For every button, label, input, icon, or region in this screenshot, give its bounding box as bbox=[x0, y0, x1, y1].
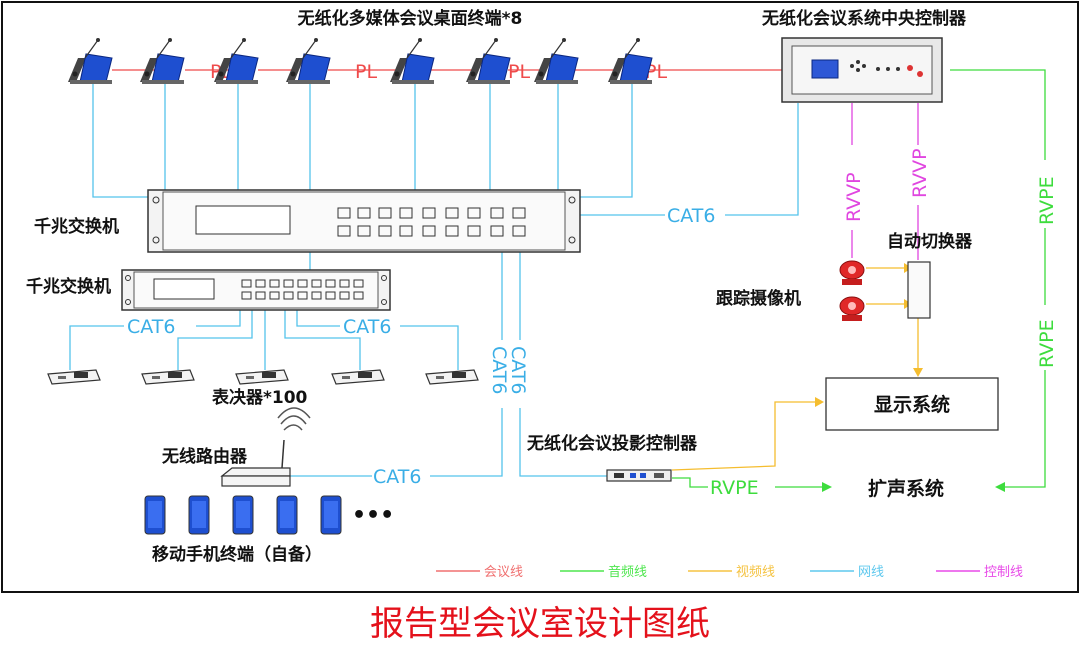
rvpe-label-projector: RVPE bbox=[710, 477, 759, 499]
router-label: 无线路由器 bbox=[161, 446, 248, 467]
legend-label-audio: 音频线 bbox=[608, 564, 647, 580]
mobile-phone bbox=[232, 495, 254, 535]
display-system bbox=[825, 377, 999, 431]
desktop-terminal bbox=[68, 38, 113, 84]
voter-device bbox=[331, 369, 385, 385]
video-arrow-projector bbox=[815, 397, 824, 407]
wireless-router bbox=[220, 407, 311, 487]
audio-lines bbox=[672, 69, 1046, 488]
auto-switcher bbox=[907, 261, 931, 319]
ellipsis-dots: ••• bbox=[352, 503, 394, 528]
diagram-frame bbox=[1, 1, 1079, 593]
gigabit-switch-secondary bbox=[121, 269, 391, 311]
rvvp-label-camera: RVVP bbox=[843, 172, 865, 222]
central-controller bbox=[781, 37, 943, 103]
desktop-terminal bbox=[465, 37, 511, 85]
legend: 会议线 音频线 视频线 网线 控制线 bbox=[436, 564, 1023, 580]
system-diagram: PL PL PL PL CAT6 CAT6 bbox=[1, 1, 1079, 593]
switch-main-label: 千兆交换机 bbox=[34, 216, 119, 237]
desktop-terminal bbox=[285, 37, 331, 85]
legend-label-video: 视频线 bbox=[736, 565, 775, 580]
pl-label-2: PL bbox=[355, 61, 377, 83]
pl-label-3: PL bbox=[508, 61, 530, 83]
projection-controller bbox=[606, 469, 672, 482]
control-lines bbox=[851, 103, 919, 260]
rvpe-label-lower: RVPE bbox=[1036, 319, 1058, 368]
network-lines bbox=[69, 80, 799, 477]
cat6-label-voters-left: CAT6 bbox=[127, 316, 175, 338]
voters-label: 表决器*100 bbox=[212, 387, 308, 408]
cat6-label-central: CAT6 bbox=[667, 205, 715, 227]
switch-secondary-label: 千兆交换机 bbox=[26, 276, 111, 297]
voter-device bbox=[235, 369, 289, 385]
video-lines bbox=[671, 267, 919, 471]
audio-arrow-central bbox=[995, 482, 1005, 492]
voter-device bbox=[47, 369, 101, 385]
voter-device bbox=[141, 369, 195, 385]
desktop-terminal bbox=[533, 37, 579, 85]
desktop-terminal bbox=[389, 37, 435, 85]
pl-label-4: PL bbox=[645, 61, 667, 83]
tracking-camera bbox=[839, 260, 865, 285]
video-arrow-display bbox=[913, 368, 923, 377]
auto-switcher-label: 自动切换器 bbox=[887, 231, 973, 252]
terminals-label: 无纸化多媒体会议桌面终端*8 bbox=[297, 8, 523, 29]
central-controller-label: 无纸化会议系统中央控制器 bbox=[761, 8, 967, 29]
mobile-phone bbox=[188, 495, 210, 535]
voter-device bbox=[425, 369, 479, 385]
legend-label-meeting: 会议线 bbox=[484, 565, 523, 580]
desktop-terminal bbox=[139, 37, 185, 85]
desktop-terminal bbox=[607, 37, 653, 85]
mobile-phone bbox=[276, 495, 298, 535]
projector-label: 无纸化会议投影控制器 bbox=[526, 433, 698, 454]
speaker-system-label: 扩声系统 bbox=[868, 477, 944, 500]
gigabit-switch-main bbox=[147, 189, 581, 253]
rvvp-label-switcher: RVVP bbox=[909, 148, 931, 198]
rvpe-label-upper: RVPE bbox=[1036, 176, 1058, 225]
mobile-phone bbox=[320, 495, 342, 535]
cat6-label-voters-right: CAT6 bbox=[343, 316, 391, 338]
mobile-phone bbox=[144, 495, 166, 535]
legend-label-control: 控制线 bbox=[984, 565, 1023, 580]
display-system-label: 显示系统 bbox=[874, 393, 950, 416]
cat6-label-router: CAT6 bbox=[373, 466, 421, 488]
camera-label: 跟踪摄像机 bbox=[716, 288, 801, 309]
mobiles-label: 移动手机终端（自备） bbox=[152, 544, 322, 565]
legend-label-network: 网线 bbox=[858, 565, 884, 580]
cat6-label-vertical-1: CAT6 bbox=[488, 346, 510, 394]
tracking-camera bbox=[839, 296, 865, 322]
diagram-caption: 报告型会议室设计图纸 bbox=[370, 604, 710, 644]
audio-arrow-projector bbox=[822, 482, 832, 492]
cat6-label-vertical-2: CAT6 bbox=[507, 346, 529, 394]
